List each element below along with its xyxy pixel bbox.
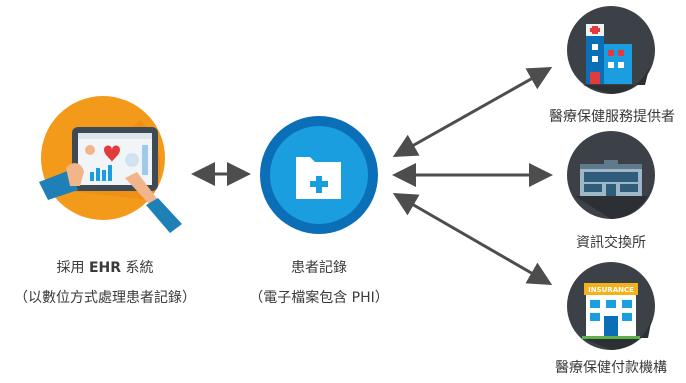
- arrow-record-payers: [392, 193, 553, 285]
- ehr-label-prefix: 採用: [56, 260, 89, 276]
- patient-record-sublabel: （電子檔案包含 PHI）: [249, 290, 389, 306]
- hospital-icon: [567, 6, 655, 94]
- patient-record-label: 患者記錄: [291, 260, 347, 276]
- arrows: [191, 67, 553, 285]
- insurance-building-icon: INSURANCE: [567, 262, 655, 350]
- patient-record-folder-icon: [260, 116, 378, 234]
- ehr-label-suffix: 系統: [121, 260, 154, 276]
- ehr-label: 採用 EHR 系統: [40, 259, 170, 277]
- ehr-tablet-icon: [39, 96, 182, 233]
- information-exchange-icon: [567, 131, 655, 219]
- providers-label: 醫療保健服務提供者: [549, 109, 675, 125]
- arrow-record-providers: [392, 67, 553, 157]
- payers-label: 醫療保健付款機構: [555, 360, 667, 376]
- ehr-sublabel: （以數位方式處理患者記錄）: [14, 290, 196, 306]
- ehr-label-strong: EHR: [88, 260, 122, 276]
- exchange-label: 資訊交換所: [576, 235, 646, 251]
- insurance-sign-text: INSURANCE: [588, 286, 634, 294]
